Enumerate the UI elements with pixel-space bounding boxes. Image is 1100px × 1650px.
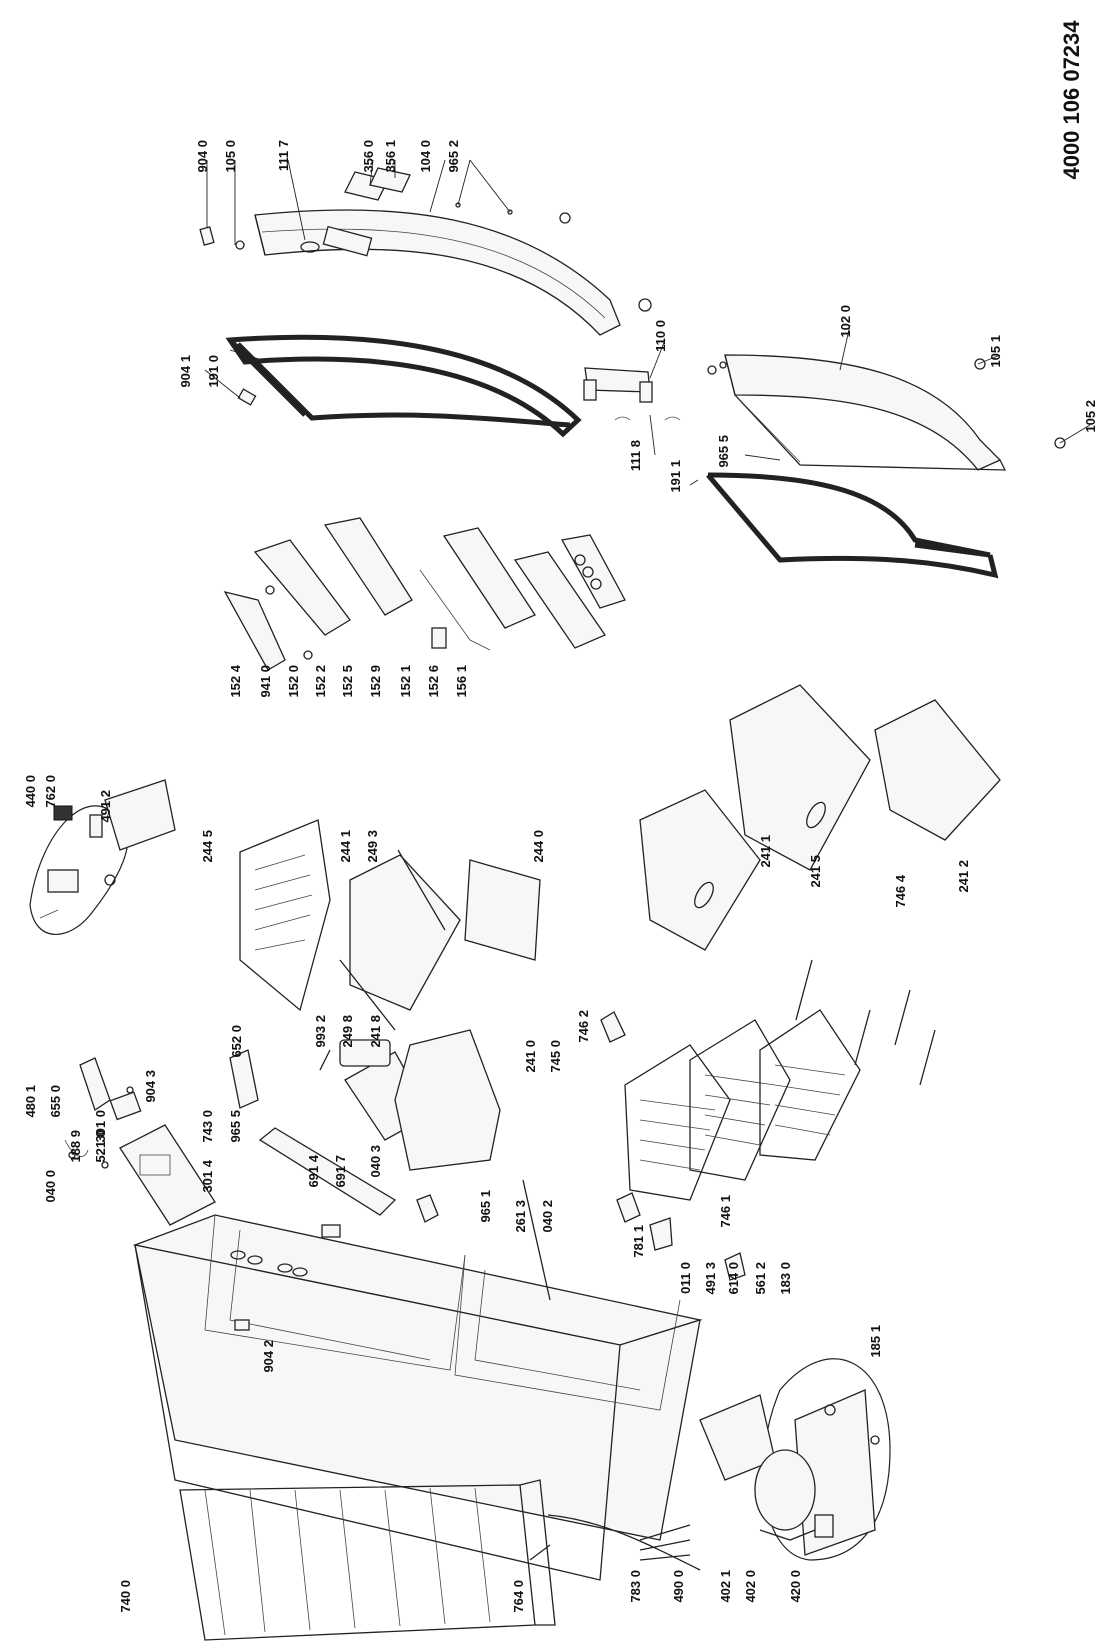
part-label: 105 2 <box>1083 400 1098 433</box>
part-label: 783 0 <box>628 1570 643 1603</box>
wire-shelves <box>624 1009 861 1201</box>
part-label: 521 0 <box>93 1130 108 1163</box>
part-label: 105 0 <box>223 140 238 173</box>
part-label: 740 0 <box>118 1580 133 1613</box>
part-label: 691 7 <box>333 1155 348 1188</box>
part-label: 111 8 <box>628 440 643 471</box>
part-label: 762 0 <box>43 775 58 808</box>
middle-hinge <box>583 367 653 403</box>
part-label: 652 0 <box>229 1025 244 1058</box>
part-label: 691 4 <box>306 1154 321 1187</box>
glass-shelves <box>239 819 541 1031</box>
part-label: 191 1 <box>668 460 683 493</box>
part-label: 356 0 <box>361 140 376 173</box>
part-label: 104 0 <box>418 140 433 173</box>
part-label: 244 5 <box>200 830 215 863</box>
part-label: 301 4 <box>200 1159 215 1192</box>
part-label: 152 1 <box>398 665 413 698</box>
drawer-rails <box>795 959 936 1086</box>
part-label: 904 1 <box>178 355 193 388</box>
crisper-drawers <box>639 684 1001 951</box>
hinge-plate <box>344 167 411 201</box>
part-label: 111 7 <box>276 140 291 171</box>
part-label: 965 2 <box>446 140 461 173</box>
part-label: 040 2 <box>540 1200 555 1233</box>
part-label: 191 0 <box>206 355 221 388</box>
part-label: 746 2 <box>576 1010 591 1043</box>
part-label: 965 1 <box>478 1190 493 1223</box>
part-label: 561 2 <box>753 1262 768 1295</box>
part-label: 941 0 <box>258 665 273 698</box>
part-label: 440 0 <box>23 775 38 808</box>
part-label: 011 0 <box>678 1262 693 1294</box>
part-label: 745 0 <box>548 1040 563 1073</box>
part-label: 746 4 <box>893 874 908 907</box>
part-label: 152 6 <box>426 665 441 698</box>
part-label: 188 9 <box>68 1130 83 1163</box>
door-gasket-lower <box>706 472 999 579</box>
part-label: 244 0 <box>531 830 546 863</box>
part-label: 904 2 <box>261 1340 276 1373</box>
part-label: 491 3 <box>703 1262 718 1295</box>
part-label: 152 5 <box>340 665 355 698</box>
part-label: 156 1 <box>454 665 469 698</box>
part-label: 746 1 <box>718 1195 733 1228</box>
part-label: 185 1 <box>868 1325 883 1358</box>
part-label: 105 1 <box>988 335 1003 368</box>
part-label: 965 5 <box>228 1110 243 1143</box>
part-label: 764 0 <box>511 1580 526 1613</box>
door-shelves <box>223 517 626 671</box>
part-label: 965 5 <box>716 435 731 468</box>
part-label: 491 2 <box>98 790 113 823</box>
part-label: 249 3 <box>365 830 380 863</box>
part-label: 241 1 <box>758 835 773 868</box>
part-label: 904 0 <box>195 140 210 173</box>
part-label: 480 1 <box>23 1085 38 1118</box>
part-label: 110 0 <box>653 320 668 352</box>
fridge-door <box>254 209 621 336</box>
cabinet <box>132 1214 703 1581</box>
part-label: 614 0 <box>726 1262 741 1295</box>
part-label: 301 0 <box>93 1110 108 1143</box>
part-label: 490 0 <box>671 1570 686 1603</box>
part-label: 040 3 <box>368 1145 383 1178</box>
leader-lines <box>204 159 1091 486</box>
part-label: 993 2 <box>313 1015 328 1048</box>
power-cable <box>547 1514 701 1571</box>
fan-module-detail <box>29 779 176 935</box>
part-label: 152 2 <box>313 665 328 698</box>
part-label: 183 0 <box>778 1262 793 1295</box>
part-label: 102 0 <box>838 305 853 338</box>
compressor <box>699 1394 834 1541</box>
part-label: 904 3 <box>143 1070 158 1103</box>
part-label: 402 1 <box>718 1570 733 1603</box>
part-label: 402 0 <box>743 1570 758 1603</box>
part-label: 241 8 <box>368 1015 383 1048</box>
part-label: 420 0 <box>788 1570 803 1603</box>
part-label: 781 1 <box>631 1225 646 1258</box>
freezer-door <box>724 354 1007 471</box>
part-label: 152 9 <box>368 665 383 698</box>
part-label: 152 4 <box>228 664 243 697</box>
part-label: 261 3 <box>513 1200 528 1233</box>
part-label: 241 5 <box>808 855 823 888</box>
part-label: 040 0 <box>43 1170 58 1203</box>
door-gasket-upper <box>225 334 582 438</box>
part-label: 244 1 <box>338 830 353 863</box>
part-label: 743 0 <box>200 1110 215 1143</box>
part-label: 241 0 <box>523 1040 538 1073</box>
document-id: 4000 106 07234 <box>1059 20 1084 180</box>
part-label: 655 0 <box>48 1085 63 1118</box>
part-labels: 904 0 105 0 111 7 356 0 356 1 104 0 965 2 904 1… <box>23 140 1098 1613</box>
condenser-coil <box>179 1479 556 1641</box>
control-panel <box>64 1029 501 1226</box>
part-label: 241 2 <box>956 860 971 893</box>
part-label: 249 8 <box>340 1015 355 1048</box>
part-label: 356 1 <box>383 140 398 173</box>
part-label: 152 0 <box>286 665 301 698</box>
